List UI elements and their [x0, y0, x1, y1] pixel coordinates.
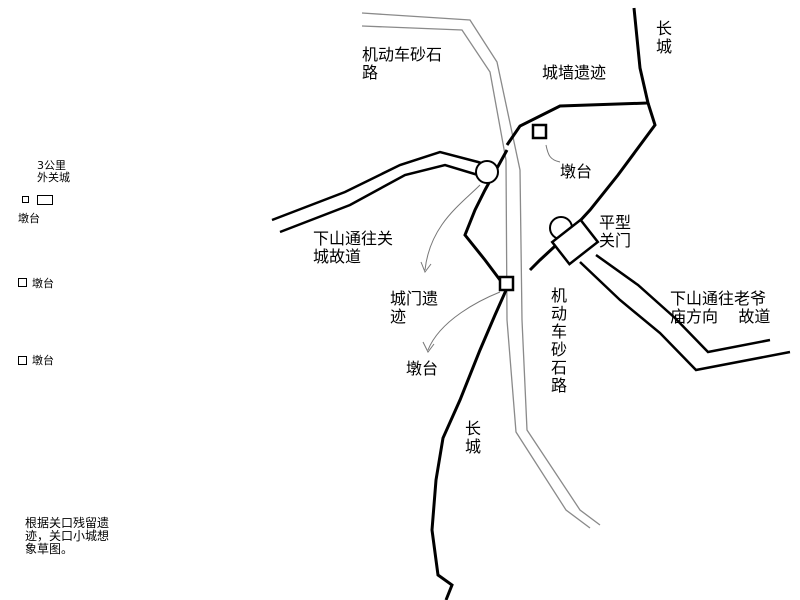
label-beacon-1: 墩台: [18, 212, 40, 225]
city-wall-east: [528, 102, 657, 272]
label-wall-ruins: 城墙遗迹: [542, 63, 607, 82]
road-line-right: [361, 25, 591, 529]
label-outer-city: 3公里 外关城: [37, 159, 70, 184]
marker-small: [22, 196, 29, 203]
label-beacon-lower: 墩台: [406, 359, 439, 378]
label-down-to-old-city: 下山通往关 城故道: [313, 229, 394, 266]
label-great-wall-top: 长 城: [656, 19, 673, 56]
label-great-wall-bottom: 长 城: [465, 419, 482, 456]
label-beacon-3: 墩台: [32, 354, 54, 367]
label-down-to-temple: 下山通往老爷 庙方向 故道: [670, 289, 771, 326]
arrow-to-beacon-upper: [545, 144, 561, 163]
label-beacon-2: 墩台: [32, 277, 54, 290]
label-gate-ruins: 城门遗 迹: [390, 289, 439, 326]
beacon-lower: [498, 275, 515, 292]
label-beacon-upper: 墩台: [560, 162, 593, 181]
marker-beacon-3: [18, 356, 27, 365]
marker-beacon-2: [18, 278, 27, 287]
arrow-gate-ruins: [420, 184, 481, 274]
tower-west: [475, 160, 499, 184]
great-wall-upper: [505, 7, 650, 146]
old-path-east-a: [595, 253, 771, 354]
beacon-upper: [531, 123, 548, 140]
marker-outer-city: [37, 195, 53, 205]
road-line-left: [361, 12, 601, 526]
note-caption: 根据关口残留遗 迹，关口小城想 象草图。: [25, 516, 110, 556]
flat-gate-structure: [549, 216, 600, 266]
great-wall-lower: [430, 287, 509, 600]
label-flat-gate: 平型 关门: [599, 213, 632, 250]
old-path-east-b: [579, 261, 791, 372]
arrow-beacon-lower: [422, 291, 501, 353]
label-road-middle: 机 动 车 砂 石 路: [551, 286, 568, 395]
old-path-west-b: [279, 163, 479, 234]
label-road-top: 机动车砂石 路: [362, 45, 443, 82]
